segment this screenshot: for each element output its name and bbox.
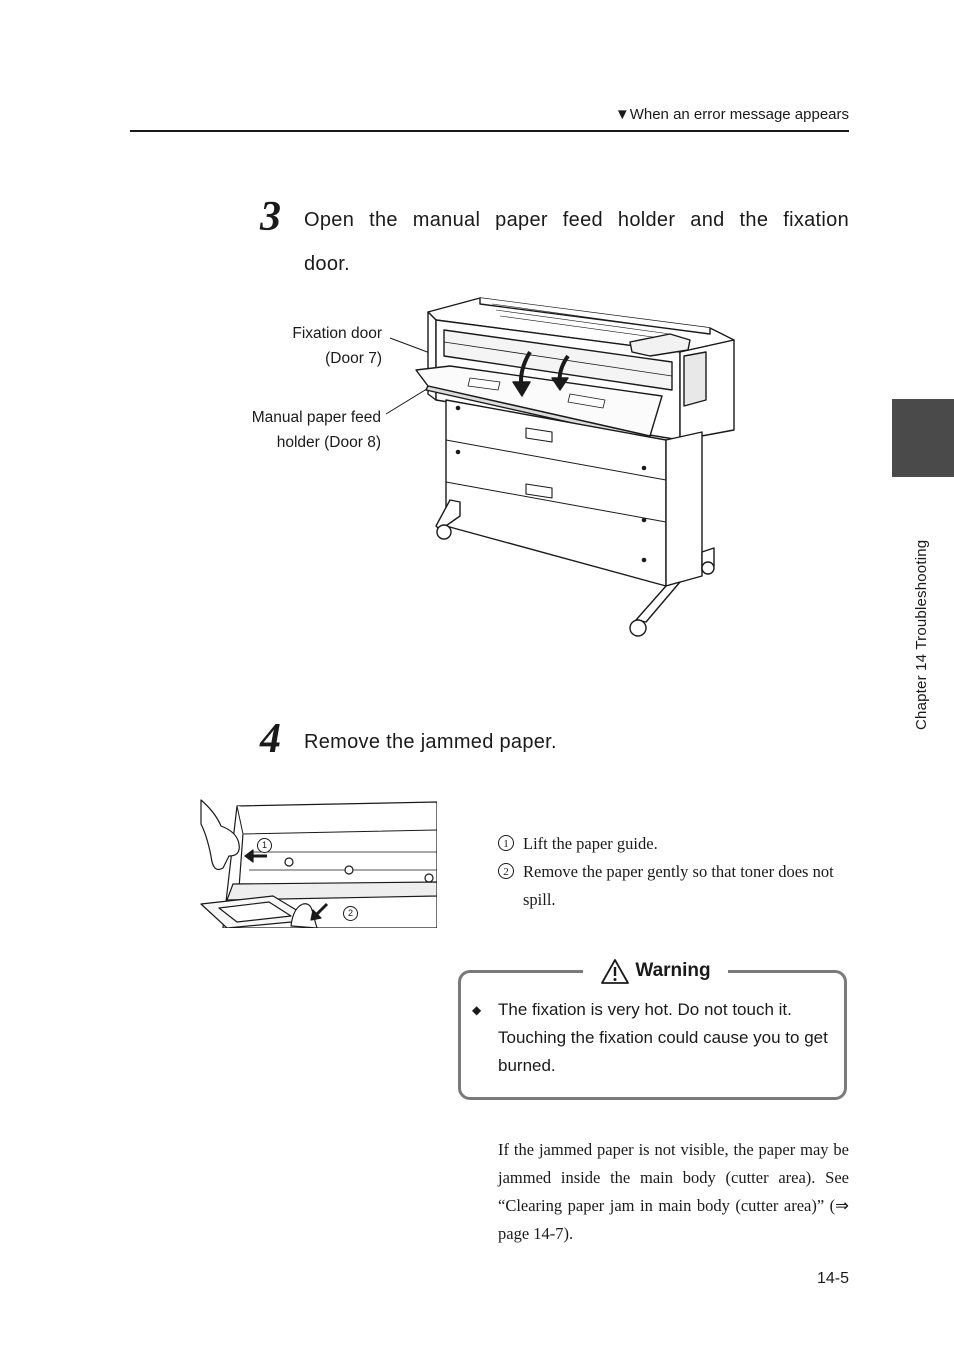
list-item-text: Remove the paper gently so that toner do… — [523, 862, 834, 909]
list-item-text: Lift the paper guide. — [523, 834, 658, 853]
running-header: ▼When an error message appears — [560, 106, 849, 123]
jam-removal-illustration: 1 2 — [193, 796, 437, 928]
printer-illustration — [385, 297, 735, 637]
callout-manual-feed-holder: Manual paper feed holder (Door 8) — [222, 405, 381, 455]
warning-triangle-icon — [601, 958, 630, 984]
list-marker-1: 1 — [498, 835, 514, 851]
page-number: 14-5 — [816, 1270, 849, 1287]
step-3-number: 3 — [260, 194, 281, 240]
step-3-text-line1: Open the manual paper feed holder and th… — [304, 209, 849, 231]
diamond-bullet-icon: ◆ — [472, 1003, 482, 1017]
warning-title: Warning — [635, 960, 711, 981]
list-item: 2 Remove the paper gently so that toner … — [498, 858, 849, 914]
warning-body: ◆ The fixation is very hot. Do not touch… — [472, 996, 842, 1080]
callout-fixation-line2: (Door 7) — [325, 350, 382, 367]
figure-marker-2: 2 — [343, 906, 358, 921]
header-title: When an error message appears — [629, 106, 849, 123]
warning-header: Warning — [583, 956, 728, 986]
step-3-text-line2: door. — [304, 253, 350, 275]
header-rule — [130, 130, 849, 132]
chapter-tab — [892, 399, 954, 477]
callout-manual-line1: Manual paper feed — [251, 409, 381, 426]
note-paragraph: If the jammed paper is not visible, the … — [498, 1140, 849, 1243]
list-marker-2: 2 — [498, 863, 514, 879]
figure-marker-1: 1 — [257, 838, 272, 853]
callout-fixation-line1: Fixation door — [292, 325, 382, 342]
chapter-label: Chapter 14 Troubleshooting — [913, 539, 930, 730]
callout-manual-line2: holder (Door 8) — [276, 434, 381, 451]
step-4-number: 4 — [260, 716, 281, 762]
header-arrow: ▼ — [614, 106, 630, 123]
step-4-text: Remove the jammed paper. — [304, 731, 557, 753]
list-item: 1 Lift the paper guide. — [498, 830, 849, 858]
warning-text: The fixation is very hot. Do not touch i… — [498, 1000, 828, 1075]
jam-removal-drawing — [200, 799, 437, 928]
callout-fixation-door: Fixation door (Door 7) — [232, 321, 382, 371]
step-4-list: 1 Lift the paper guide. 2 Remove the pap… — [498, 830, 849, 914]
